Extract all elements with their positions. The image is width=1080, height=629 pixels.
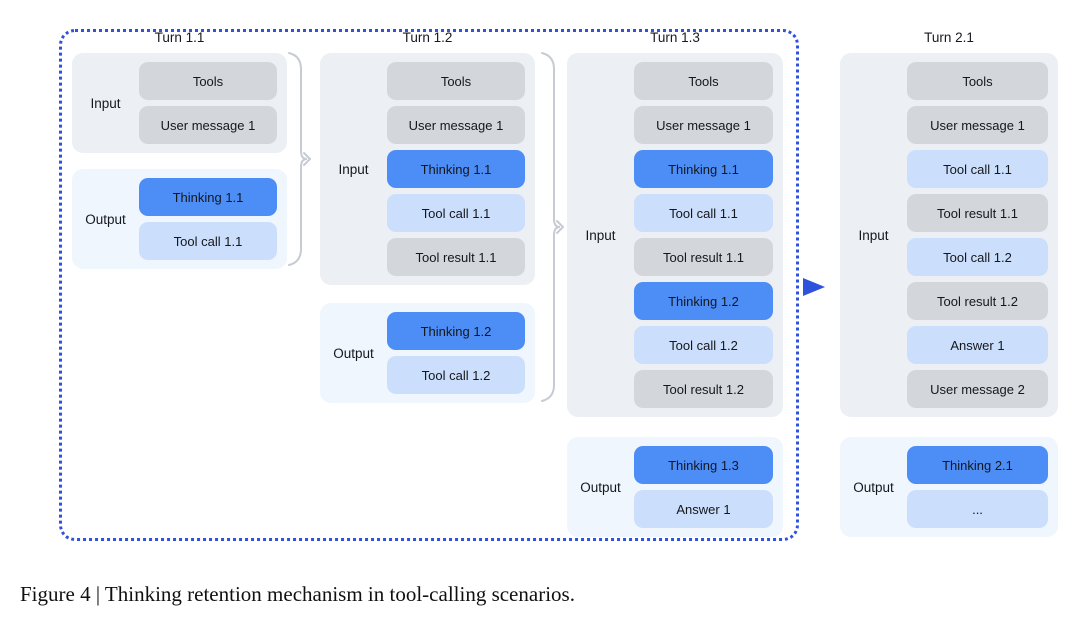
chip-thinking-1-1: Thinking 1.1 [634,150,773,188]
output-label: Output [580,479,621,495]
turn-1-3-column: Turn 1.3 Input Tools User message 1 Thin… [567,28,783,537]
chip-answer-1: Answer 1 [907,326,1048,364]
turn-1-2-column: Turn 1.2 Input Tools User message 1 Thin… [320,28,535,403]
turn-title: Turn 1.3 [650,30,700,45]
chip-stack: Thinking 1.3 Answer 1 [634,437,783,537]
turn-title: Turn 1.2 [402,30,453,45]
chip-tools: Tools [907,62,1048,100]
input-group: Input Tools User message 1 Tool call 1.1… [840,53,1058,417]
chip-thinking-1-1: Thinking 1.1 [139,178,277,216]
concat-bracket-icon [541,52,564,402]
chip-tool-result-1-1: Tool result 1.1 [907,194,1048,232]
chip-user-message-1: User message 1 [387,106,525,144]
chip-tool-call-1-2: Tool call 1.2 [634,326,773,364]
chip-thinking-1-2: Thinking 1.2 [634,282,773,320]
input-label: Input [338,161,369,177]
turn-title: Turn 2.1 [924,30,974,45]
chip-tool-call-1-1: Tool call 1.1 [907,150,1048,188]
chip-tool-result-1-1: Tool result 1.1 [387,238,525,276]
turn-1-1-column: Turn 1.1 Input Tools User message 1 Outp… [72,28,287,269]
chip-tool-call-1-1: Tool call 1.1 [387,194,525,232]
output-label: Output [333,345,374,361]
input-group: Input Tools User message 1 Thinking 1.1 … [567,53,783,417]
chip-tool-result-1-2: Tool result 1.2 [634,370,773,408]
input-label: Input [90,95,121,111]
chip-stack: Thinking 2.1 ... [907,437,1058,537]
chip-tool-call-1-2: Tool call 1.2 [387,356,525,394]
chip-tools: Tools [634,62,773,100]
turn-title: Turn 1.1 [154,30,205,45]
chip-answer-1: Answer 1 [634,490,773,528]
figure-caption: Figure 4 | Thinking retention mechanism … [20,582,575,606]
output-group: Output Thinking 1.2 Tool call 1.2 [320,303,535,403]
chip-stack: Thinking 1.2 Tool call 1.2 [387,303,535,403]
chip-stack: Tools User message 1 Tool call 1.1 Tool … [907,53,1058,417]
concat-bracket-icon [288,52,311,266]
chip-stack: Thinking 1.1 Tool call 1.1 [139,169,287,269]
chip-tools: Tools [387,62,525,100]
chip-thinking-1-1: Thinking 1.1 [387,150,525,188]
chip-thinking-1-3: Thinking 1.3 [634,446,773,484]
chip-tool-call-1-2: Tool call 1.2 [907,238,1048,276]
chip-stack: Tools User message 1 Thinking 1.1 Tool c… [634,53,783,417]
chip-user-message-1: User message 1 [139,106,277,144]
output-group: Output Thinking 1.1 Tool call 1.1 [72,169,287,269]
chip-tool-call-1-1: Tool call 1.1 [634,194,773,232]
chip-ellipsis: ... [907,490,1048,528]
input-group: Input Tools User message 1 Thinking 1.1 … [320,53,535,285]
chip-tool-result-1-1: Tool result 1.1 [634,238,773,276]
chip-thinking-2-1: Thinking 2.1 [907,446,1048,484]
chip-stack: Tools User message 1 Thinking 1.1 Tool c… [387,53,535,285]
output-group: Output Thinking 1.3 Answer 1 [567,437,783,537]
turn-1-context-boundary [59,29,799,541]
turn-2-1-column: Turn 2.1 Input Tools User message 1 Tool… [840,28,1058,537]
chip-thinking-1-2: Thinking 1.2 [387,312,525,350]
input-group: Input Tools User message 1 [72,53,287,153]
chip-user-message-1: User message 1 [907,106,1048,144]
chip-tool-call-1-1: Tool call 1.1 [139,222,277,260]
next-turn-arrow-icon [803,278,825,296]
output-group: Output Thinking 2.1 ... [840,437,1058,537]
output-label: Output [853,479,894,495]
chip-tools: Tools [139,62,277,100]
output-label: Output [85,211,126,227]
chip-stack: Tools User message 1 [139,53,287,153]
chip-user-message-1: User message 1 [634,106,773,144]
input-label: Input [858,227,889,243]
input-label: Input [585,227,616,243]
chip-tool-result-1-2: Tool result 1.2 [907,282,1048,320]
chip-user-message-2: User message 2 [907,370,1048,408]
